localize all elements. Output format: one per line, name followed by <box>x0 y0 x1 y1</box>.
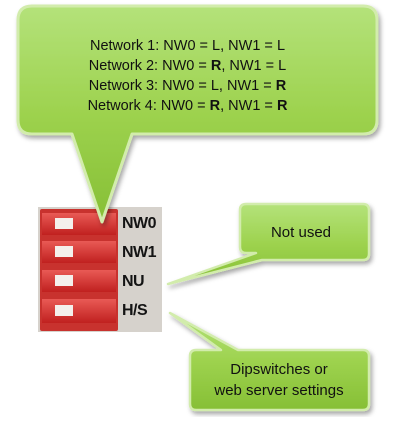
switch-nu-actuator <box>55 275 73 286</box>
network-1-line: Network 1: NW0 = L, NW1 = L <box>89 38 286 54</box>
switch-hs-actuator <box>55 305 73 316</box>
switch-label-hs: H/S <box>122 302 148 319</box>
switch-label-nw0: NW0 <box>122 215 157 232</box>
hs-callout <box>168 311 371 412</box>
nu-callout <box>166 202 371 286</box>
network-4-line: Network 4: NW0 = R, NW1 = R <box>87 98 288 114</box>
network-settings-text: Network 1: NW0 = L, NW1 = L Network 2: N… <box>10 36 365 116</box>
switch-label-nu: NU <box>122 273 145 290</box>
switch-nw0 <box>42 213 116 235</box>
hs-settings-text: Dipswitches or web server settings <box>182 359 376 401</box>
hs-text-line-2: web server settings <box>214 382 344 399</box>
network-3-line: Network 3: NW0 = L, NW1 = R <box>88 78 287 94</box>
switch-nw1-actuator <box>55 246 73 257</box>
switch-nw0-actuator <box>55 218 73 229</box>
switch-nu <box>42 270 116 292</box>
switch-label-nw1: NW1 <box>122 244 157 261</box>
switch-hs <box>42 299 116 323</box>
dip-switch-block <box>38 207 162 332</box>
top-callout <box>16 4 379 224</box>
hs-text-line-1: Dipswitches or <box>230 361 328 378</box>
switch-nw1 <box>42 241 116 263</box>
network-2-line: Network 2: NW0 = R, NW1 = L <box>88 58 287 74</box>
not-used-text: Not used <box>270 224 332 241</box>
